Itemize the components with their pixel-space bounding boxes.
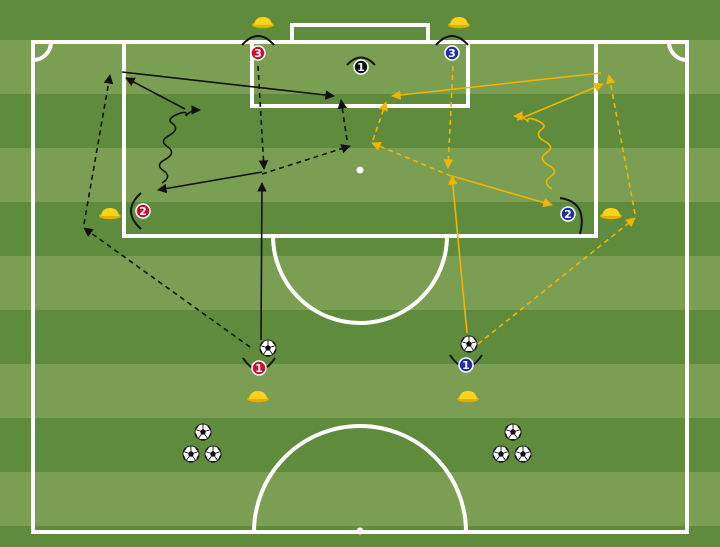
player-red-1: 1	[242, 357, 276, 376]
penalty-spot	[356, 166, 364, 174]
player-number: 3	[448, 47, 456, 60]
pass-line	[121, 71, 335, 100]
run-line	[372, 101, 388, 141]
pass-line	[125, 77, 186, 110]
player-token	[444, 45, 460, 61]
player-number: 1	[255, 362, 263, 375]
paths-blue-team	[371, 65, 636, 345]
pass-line	[391, 72, 602, 100]
player-neutral-1: 1	[346, 56, 376, 75]
players: 1 3 3 2 2 1 1	[130, 35, 583, 376]
player-token	[250, 45, 266, 61]
player-arc	[559, 197, 583, 235]
pass-line	[157, 171, 263, 194]
player-blue-1: 1	[449, 354, 483, 373]
player-number: 1	[357, 61, 365, 74]
player-number: 3	[254, 47, 262, 60]
run-line	[83, 227, 251, 348]
player-red-2: 2	[130, 192, 151, 230]
run-line	[605, 74, 636, 215]
soccer-ball-icon	[204, 445, 222, 463]
run-line	[477, 217, 636, 345]
player-arc	[130, 192, 142, 230]
pass-line	[451, 175, 553, 208]
player-blue-2: 2	[559, 197, 583, 235]
goal-area	[250, 40, 470, 108]
player-number: 2	[139, 205, 147, 218]
player-token	[560, 206, 576, 222]
run-line	[337, 99, 348, 141]
center-spot	[356, 527, 364, 535]
player-blue-3: 3	[435, 35, 469, 61]
run-line	[83, 74, 114, 225]
player-token	[458, 357, 474, 373]
goal	[290, 23, 430, 42]
soccer-ball-icon	[460, 335, 478, 353]
pass-line	[448, 175, 468, 334]
corner-arc-right	[667, 41, 688, 62]
soccer-ball-icon	[259, 339, 277, 357]
player-token	[251, 360, 267, 376]
player-arc	[241, 35, 275, 46]
pass-line	[257, 182, 267, 341]
player-token	[353, 59, 369, 75]
pitch-markings	[31, 23, 689, 535]
player-number: 2	[564, 208, 572, 221]
player-red-3: 3	[241, 35, 275, 61]
player-token	[135, 203, 151, 219]
dribble-line	[158, 105, 201, 184]
player-arc	[435, 35, 469, 46]
soccer-ball-icon	[194, 423, 212, 441]
soccer-ball-icon	[492, 445, 510, 463]
player-arc	[346, 56, 376, 66]
run-line	[443, 65, 454, 169]
run-line	[257, 65, 269, 170]
soccer-ball-icon	[514, 445, 532, 463]
center-circle	[252, 424, 468, 533]
paths-red-team	[83, 65, 351, 348]
soccer-ball-icon	[504, 423, 522, 441]
run-line	[261, 144, 351, 175]
corner-arc-left	[32, 41, 53, 62]
player-number: 1	[462, 359, 470, 372]
pass-line	[516, 82, 604, 121]
soccer-ball-icon	[182, 445, 200, 463]
penalty-arc	[271, 235, 449, 325]
dribble-line	[513, 111, 556, 190]
